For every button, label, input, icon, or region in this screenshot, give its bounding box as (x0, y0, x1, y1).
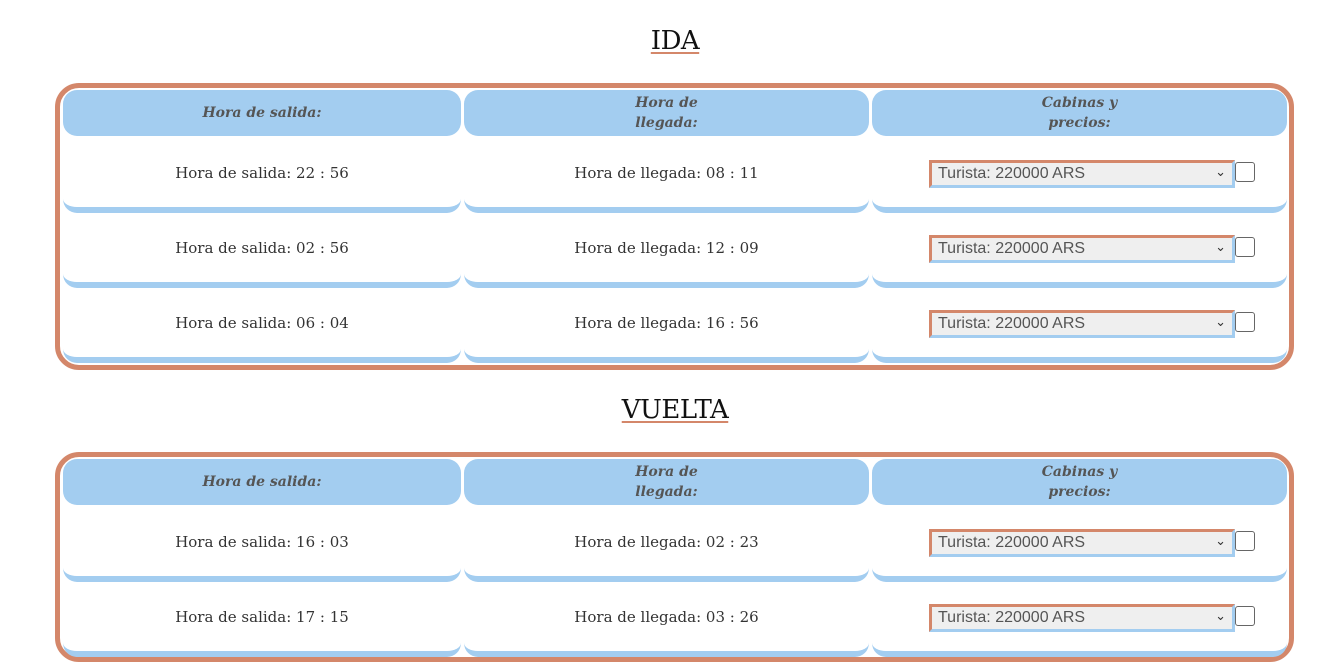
vuelta-table: Hora de salida: Hora de llegada: Cabinas… (55, 452, 1294, 662)
header-hora-salida: Hora de salida: (63, 459, 461, 505)
table-row-cabina: Turista: 220000 ARS⌄ (872, 138, 1287, 213)
cabina-select[interactable]: Turista: 220000 ARS⌄ (929, 529, 1235, 557)
header-cabinas-precios: Cabinas y precios: (872, 459, 1287, 505)
header-cabinas-precios: Cabinas y precios: (872, 90, 1287, 136)
chevron-down-icon: ⌄ (1215, 533, 1226, 548)
cabina-select[interactable]: Turista: 220000 ARS⌄ (929, 235, 1235, 263)
select-checkbox[interactable] (1235, 312, 1255, 332)
cabina-select[interactable]: Turista: 220000 ARS⌄ (929, 160, 1235, 188)
chevron-down-icon: ⌄ (1215, 314, 1226, 329)
select-checkbox[interactable] (1235, 606, 1255, 626)
table-row-cabina: Turista: 220000 ARS⌄ (872, 582, 1287, 657)
chevron-down-icon: ⌄ (1215, 164, 1226, 179)
ida-title: IDA (650, 26, 700, 56)
chevron-down-icon: ⌄ (1215, 608, 1226, 623)
table-row-llegada: Hora de llegada: 08 : 11 (464, 138, 869, 213)
table-row-salida: Hora de salida: 02 : 56 (63, 213, 461, 288)
table-row-cabina: Turista: 220000 ARS⌄ (872, 213, 1287, 288)
table-row-salida: Hora de salida: 06 : 04 (63, 288, 461, 363)
table-row-llegada: Hora de llegada: 16 : 56 (464, 288, 869, 363)
table-row-salida: Hora de salida: 17 : 15 (63, 582, 461, 657)
header-hora-salida: Hora de salida: (63, 90, 461, 136)
table-row-cabina: Turista: 220000 ARS⌄ (872, 288, 1287, 363)
table-row-salida: Hora de salida: 22 : 56 (63, 138, 461, 213)
ida-table: Hora de salida: Hora de llegada: Cabinas… (55, 83, 1294, 370)
header-hora-llegada: Hora de llegada: (464, 90, 869, 136)
select-checkbox[interactable] (1235, 237, 1255, 257)
table-row-cabina: Turista: 220000 ARS⌄ (872, 507, 1287, 582)
table-row-llegada: Hora de llegada: 02 : 23 (464, 507, 869, 582)
cabina-select[interactable]: Turista: 220000 ARS⌄ (929, 310, 1235, 338)
table-row-llegada: Hora de llegada: 03 : 26 (464, 582, 869, 657)
chevron-down-icon: ⌄ (1215, 239, 1226, 254)
select-checkbox[interactable] (1235, 531, 1255, 551)
vuelta-title: VUELTA (621, 395, 729, 425)
table-row-llegada: Hora de llegada: 12 : 09 (464, 213, 869, 288)
select-checkbox[interactable] (1235, 162, 1255, 182)
header-hora-llegada: Hora de llegada: (464, 459, 869, 505)
table-row-salida: Hora de salida: 16 : 03 (63, 507, 461, 582)
